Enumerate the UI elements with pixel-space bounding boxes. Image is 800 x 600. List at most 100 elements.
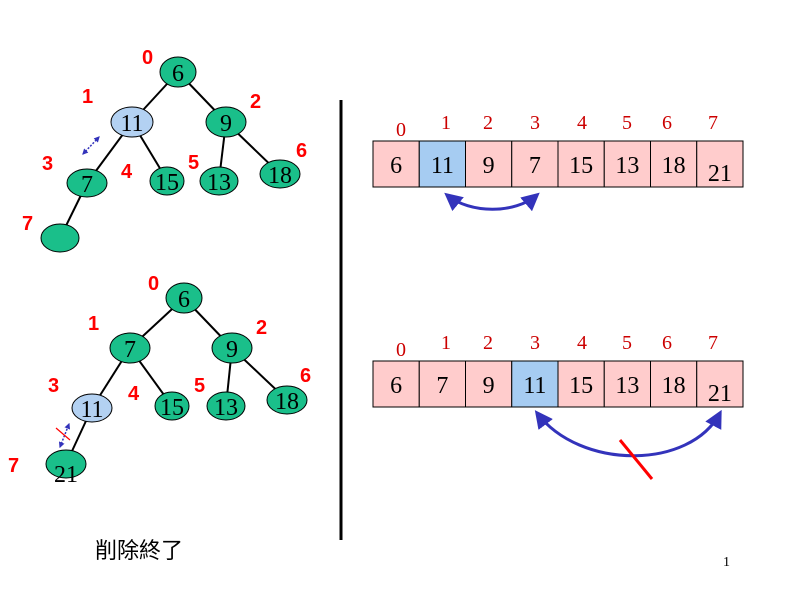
- array-cell-value: 15: [569, 373, 593, 399]
- swap-arrow: [82, 136, 100, 155]
- tree-node-highlighted: 11: [110, 106, 154, 138]
- array-cell-value: 18: [662, 373, 686, 399]
- array-index-label: 0: [396, 339, 406, 361]
- array-cell-value: 9: [483, 153, 495, 179]
- swap-arrow: [444, 192, 540, 212]
- node-index-label: 4: [121, 161, 133, 183]
- node-value: 11: [120, 111, 143, 137]
- node-index-label: 7: [22, 213, 33, 235]
- array-cell: [603, 140, 651, 188]
- node-index-label: 2: [256, 317, 267, 339]
- array-cell: [372, 360, 420, 408]
- array-cell: [696, 140, 744, 188]
- array-cell: [557, 140, 605, 188]
- page-number: 1: [723, 555, 730, 570]
- node-index-label: 2: [250, 91, 261, 113]
- tree-node: 9: [211, 332, 253, 364]
- node-value: 13: [207, 170, 231, 196]
- array-index-label: 7: [708, 332, 718, 354]
- array-index-label: 1: [441, 112, 451, 134]
- array-cell-value: 11: [523, 373, 546, 399]
- array-cell-value: 7: [436, 373, 448, 399]
- array-cell: [650, 140, 698, 188]
- array-index-label: 1: [441, 332, 451, 354]
- tree-node: 13: [206, 391, 246, 421]
- node-value: 15: [155, 170, 179, 196]
- node-value: 7: [124, 337, 136, 363]
- array-cell-value: 21: [708, 161, 732, 187]
- tree-node: 7: [109, 332, 151, 364]
- node-value: 9: [220, 111, 232, 137]
- array-index-label: 6: [662, 332, 672, 354]
- tree-node: 15: [149, 166, 185, 196]
- array-cell-value: 21: [708, 381, 732, 407]
- array-cell-value: 11: [431, 153, 454, 179]
- array-cell-value: 6: [390, 373, 402, 399]
- array-cell: [650, 360, 698, 408]
- caption: 削除終了: [95, 539, 183, 564]
- node-value: 11: [80, 397, 103, 423]
- array-index-label: 3: [530, 332, 540, 354]
- array-cell-highlighted: [418, 140, 466, 188]
- array-index-label: 2: [483, 112, 493, 134]
- array-index-label: 3: [530, 112, 540, 134]
- tree-node: 15: [154, 391, 190, 421]
- node-index-label: 4: [128, 383, 140, 405]
- array-cell-value: 15: [569, 153, 593, 179]
- node-index-label: 3: [42, 153, 53, 175]
- bottom-tree: 6 7 9 11 15 13 18 21 0 1: [8, 273, 311, 488]
- array-cell: [696, 360, 744, 408]
- node-index-label: 5: [188, 152, 199, 174]
- tree-node: 6: [165, 282, 203, 314]
- cross-mark: [618, 439, 654, 480]
- array-cell-value: 7: [529, 153, 541, 179]
- cross-mark: [55, 427, 71, 441]
- tree-node-highlighted: 11: [71, 393, 113, 423]
- node-index-label: 6: [296, 140, 307, 162]
- node-value: 6: [172, 61, 184, 87]
- node-value: 6: [178, 287, 190, 313]
- array-index-label: 6: [662, 112, 672, 134]
- array-cell: [465, 360, 513, 408]
- node-value: 15: [160, 395, 184, 421]
- node-index-label: 6: [300, 365, 311, 387]
- array-index-label: 2: [483, 332, 493, 354]
- array-cell: [557, 360, 605, 408]
- tree-node: 6: [159, 56, 197, 88]
- node-value: 13: [214, 395, 238, 421]
- array-cell: [465, 140, 513, 188]
- tree-node: 18: [266, 385, 308, 415]
- array-cell-value: 13: [615, 153, 639, 179]
- node-value: 9: [226, 337, 238, 363]
- tree-node: 13: [199, 166, 239, 196]
- node-index-label: 0: [142, 47, 153, 69]
- node-index-label: 5: [194, 375, 205, 397]
- array-index-label: 5: [622, 332, 632, 354]
- array-index-label: 5: [622, 112, 632, 134]
- tree-node-empty: [40, 223, 80, 253]
- node-index-label: 1: [88, 313, 99, 335]
- node-value: 7: [81, 172, 93, 198]
- node-value: 21: [54, 462, 78, 488]
- array-index-label: 7: [708, 112, 718, 134]
- tree-node: 21: [45, 449, 87, 488]
- array-cell: [603, 360, 651, 408]
- node-value: 18: [275, 389, 299, 415]
- node-index-label: 7: [8, 455, 19, 477]
- array-cell-value: 9: [483, 373, 495, 399]
- array-index-label: 4: [577, 112, 587, 134]
- node-index-label: 1: [82, 86, 93, 108]
- top-tree: 6 11 9 7 15 13 18 0: [22, 47, 307, 253]
- node-index-label: 3: [48, 375, 59, 397]
- tree-node: 7: [66, 168, 108, 198]
- tree-node: 18: [259, 159, 301, 189]
- array-cell-value: 18: [662, 153, 686, 179]
- bottom-array: 6 0 7 1 9 2 11 3 15 4 13 5 18 6 21 7: [372, 332, 744, 408]
- array-index-label: 4: [577, 332, 587, 354]
- node-value: 18: [268, 163, 292, 189]
- array-cell-value: 13: [615, 373, 639, 399]
- array-index-label: 0: [396, 119, 406, 141]
- array-cell-value: 6: [390, 153, 402, 179]
